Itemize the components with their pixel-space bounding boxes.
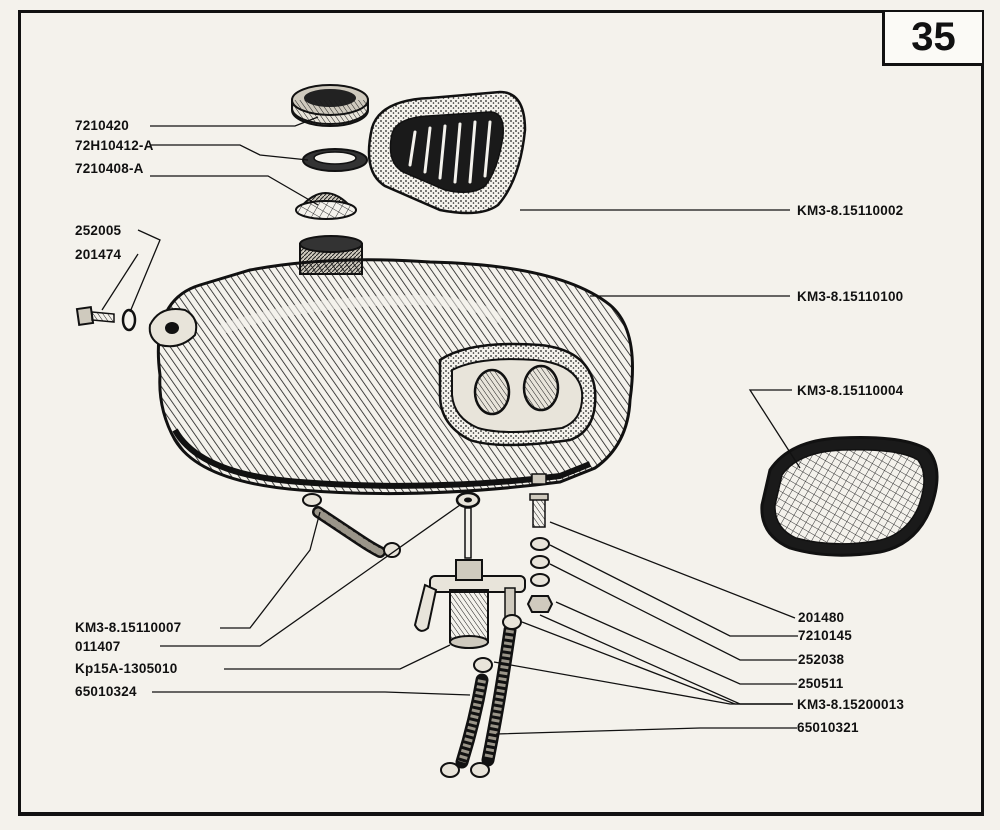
label-washer: 201474 <box>75 247 122 262</box>
knee-pad-left <box>367 90 527 215</box>
label-hose-clamp: KM3-8.15200013 <box>797 697 905 712</box>
bolt <box>75 305 115 327</box>
label-spring-washer: 7210145 <box>798 628 852 643</box>
hose-clamp <box>440 614 522 778</box>
spring-washer <box>530 537 550 551</box>
filler-strainer <box>295 192 357 220</box>
flat-washer <box>530 555 550 587</box>
stud-washer <box>529 493 549 528</box>
label-fuel-tap: Kp15A-1305010 <box>75 661 178 676</box>
label-nut: 250511 <box>798 676 844 691</box>
washer <box>121 308 137 332</box>
label-filler-cap: 7210420 <box>75 118 129 133</box>
knee-pad-right <box>760 436 939 557</box>
fuel-tank <box>148 235 634 496</box>
fuel-tap <box>413 559 526 649</box>
label-stud-washer: 201480 <box>798 610 845 625</box>
cap-gasket <box>302 148 368 172</box>
label-fuel-hose-upper: KM3-8.15110007 <box>75 620 182 635</box>
label-flat-washer: 252038 <box>798 652 845 667</box>
label-tap-gasket: 011407 <box>75 639 121 654</box>
nut <box>526 595 554 613</box>
fuel-hose-left <box>455 673 489 769</box>
label-knee-pad-right: KM3-8.15110004 <box>797 383 904 398</box>
bottom-rule <box>18 812 984 815</box>
label-knee-pad-left: KM3-8.15110002 <box>797 203 904 218</box>
fuel-hose-upper <box>302 493 401 558</box>
label-bolt: 252005 <box>75 223 122 238</box>
page-frame <box>18 10 984 816</box>
label-fuel-hose-left: 65010324 <box>75 684 137 699</box>
fuel-hose-right <box>481 623 517 767</box>
label-fuel-hose-right: 65010321 <box>797 720 859 735</box>
label-fuel-tank: KM3-8.15110100 <box>797 289 904 304</box>
page-number-box: 35 <box>882 12 982 66</box>
tap-gasket <box>455 491 481 559</box>
page-number: 35 <box>911 15 956 59</box>
leader-lines <box>101 116 801 735</box>
label-cap-gasket: 72H10412-A <box>75 138 154 153</box>
label-filler-strainer: 7210408-A <box>75 161 144 176</box>
